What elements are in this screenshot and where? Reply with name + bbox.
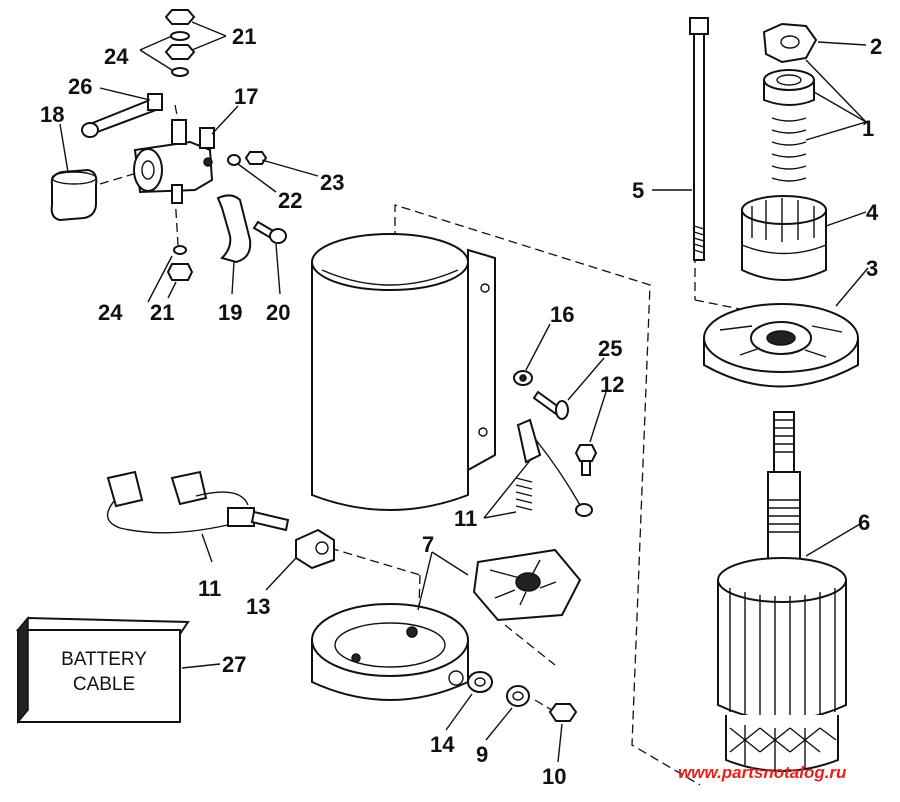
part-11-brush-spring — [515, 418, 542, 511]
callout-10: 10 — [542, 764, 566, 789]
callout-25: 25 — [598, 336, 622, 361]
callout-11-right: 11 — [454, 506, 477, 531]
part-19-bracket — [216, 194, 252, 264]
callout-3: 3 — [866, 256, 878, 281]
callout-12: 12 — [600, 372, 624, 397]
callout-21-top: 21 — [232, 24, 256, 49]
part-13-terminal-block — [295, 528, 335, 570]
part-11-brush-set — [106, 470, 290, 534]
callout-leader-lines — [59, 21, 869, 763]
callout-18: 18 — [40, 102, 64, 127]
end-cap — [311, 603, 469, 701]
callout-4: 4 — [866, 200, 879, 225]
callout-6: 6 — [858, 510, 870, 535]
callout-16: 16 — [550, 302, 574, 327]
part-18-ring — [50, 168, 98, 222]
part-2-nut — [762, 22, 818, 64]
parts-14-9-10 — [467, 671, 578, 722]
callout-9: 9 — [476, 742, 488, 767]
part-17-solenoid — [133, 119, 215, 204]
callout-27: 27 — [222, 652, 246, 677]
callout-14: 14 — [430, 732, 455, 757]
battery-cable-line2: CABLE — [73, 674, 135, 695]
watermark-text: www.partsnotalog.ru — [678, 763, 847, 782]
callout-1: 1 — [862, 116, 874, 141]
part-26-terminal-stud — [81, 93, 163, 138]
parts-24-21-lower-stack — [166, 245, 194, 281]
part-3-drive-end-cap — [703, 303, 859, 388]
callout-24-bottom: 24 — [98, 300, 123, 325]
part-20-screw — [252, 220, 287, 244]
parts-16-25 — [513, 370, 569, 420]
callout-24-top: 24 — [104, 44, 129, 69]
part-27-battery-cable-label: BATTERY CABLE — [15, 615, 190, 725]
callout-2: 2 — [870, 34, 882, 59]
motor-frame-housing — [311, 233, 496, 511]
part-7-brush-plate — [472, 548, 582, 622]
callout-23: 23 — [320, 170, 344, 195]
parts-21-24-top-stack — [164, 9, 196, 77]
callout-26: 26 — [68, 74, 92, 99]
callout-21-bottom: 21 — [150, 300, 174, 325]
callout-22: 22 — [278, 188, 302, 213]
parts-22-23-washer-nut — [227, 151, 268, 166]
part-12-screw-lead — [535, 439, 598, 517]
callout-20: 20 — [266, 300, 290, 325]
callout-numbers: 21 24 26 17 18 23 22 24 21 19 20 16 25 1… — [40, 24, 882, 789]
part-4-pinion-drive — [741, 195, 827, 281]
callout-13: 13 — [246, 594, 270, 619]
callout-11-left: 11 — [198, 576, 221, 601]
callout-5: 5 — [632, 178, 644, 203]
callout-17: 17 — [234, 84, 258, 109]
part-5-through-bolt — [689, 17, 709, 261]
part-6-armature — [717, 411, 847, 772]
callout-19: 19 — [218, 300, 242, 325]
callout-7: 7 — [422, 532, 434, 557]
battery-cable-line1: BATTERY — [61, 649, 147, 670]
part-1-spacer-spring — [763, 69, 815, 182]
